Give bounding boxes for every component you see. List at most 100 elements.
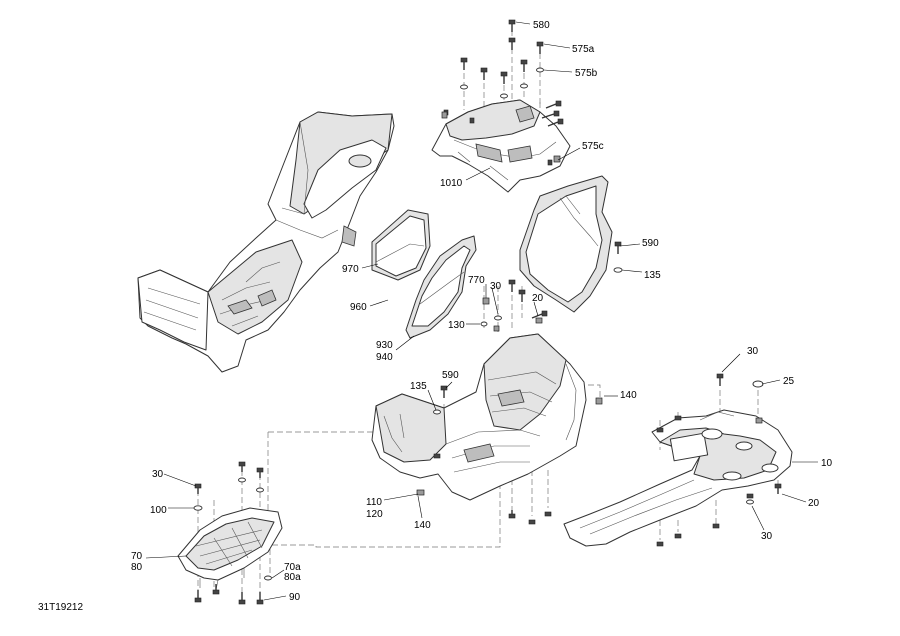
washer-foot-2 bbox=[256, 487, 264, 493]
callout-930: 930 bbox=[376, 340, 393, 351]
bolt-20a bbox=[531, 310, 548, 319]
side-panel-930-940 bbox=[405, 235, 477, 339]
bolt-30d bbox=[194, 483, 202, 494]
washer-top-4 bbox=[520, 83, 528, 89]
washer-135-mid bbox=[433, 409, 441, 415]
callout-100: 100 bbox=[150, 505, 167, 516]
leader-lines bbox=[145, 21, 818, 601]
callout-135-top: 135 bbox=[644, 270, 661, 281]
bolt-575a bbox=[536, 41, 544, 54]
bolt-580 bbox=[508, 19, 516, 32]
clip-mid bbox=[493, 325, 500, 332]
bolt-590-mid bbox=[440, 385, 448, 398]
bolt-top-1 bbox=[460, 57, 468, 70]
callout-1010: 1010 bbox=[440, 178, 463, 189]
callout-30d: 30 bbox=[152, 469, 164, 480]
bolt-mid-1 bbox=[508, 279, 516, 292]
washer-30a bbox=[494, 315, 502, 321]
washer-30c bbox=[746, 499, 754, 505]
bolt-low-4 bbox=[433, 453, 441, 459]
callout-130: 130 bbox=[448, 320, 465, 331]
bolt-90-4 bbox=[256, 592, 264, 605]
callout-140-low: 140 bbox=[414, 520, 431, 531]
footrest-70-80 bbox=[177, 507, 283, 591]
bolt-mid-2 bbox=[518, 289, 526, 302]
bolt-90-2 bbox=[212, 584, 220, 595]
clip-mid-2 bbox=[535, 317, 543, 324]
bolt-skid-2 bbox=[674, 415, 682, 421]
callout-575a: 575a bbox=[572, 44, 595, 55]
callout-20a: 20 bbox=[532, 293, 544, 304]
clip-skid bbox=[755, 417, 763, 424]
callout-20b: 20 bbox=[808, 498, 820, 509]
callout-960: 960 bbox=[350, 302, 367, 313]
clip-770 bbox=[482, 297, 490, 305]
callout-80a: 80a bbox=[284, 572, 301, 583]
bolt-low-3 bbox=[544, 511, 552, 517]
callout-30c: 30 bbox=[761, 531, 773, 542]
callout-770: 770 bbox=[468, 275, 485, 286]
washer-foot-1 bbox=[238, 477, 246, 483]
plug-25 bbox=[752, 380, 764, 388]
callout-970: 970 bbox=[342, 264, 359, 275]
washer-top-1 bbox=[460, 84, 468, 90]
bolt-skid-4 bbox=[674, 533, 682, 539]
callout-25: 25 bbox=[783, 376, 795, 387]
clip-575c bbox=[553, 155, 561, 163]
bolt-90-3 bbox=[238, 592, 246, 605]
callout-80: 80 bbox=[131, 562, 143, 573]
bolt-low-1 bbox=[508, 510, 516, 519]
rear-fender-body bbox=[137, 111, 395, 373]
callout-140-right: 140 bbox=[620, 390, 637, 401]
bolt-low-2 bbox=[528, 519, 536, 525]
callout-135-mid: 135 bbox=[410, 381, 427, 392]
callout-70: 70 bbox=[131, 551, 143, 562]
callout-940: 940 bbox=[376, 352, 393, 363]
bolt-skid-6 bbox=[746, 493, 754, 499]
bolt-top-4 bbox=[520, 59, 528, 72]
callout-110: 110 bbox=[366, 497, 382, 508]
side-panel-960-970 bbox=[371, 209, 431, 281]
front-fender bbox=[519, 175, 613, 313]
bolt-skid-5 bbox=[712, 523, 720, 529]
fasteners bbox=[193, 19, 782, 605]
diagram-id: 31T19212 bbox=[38, 602, 83, 613]
callout-575c: 575c bbox=[582, 141, 604, 152]
bolt-top-5 bbox=[508, 37, 516, 50]
bolt-side-2 bbox=[541, 110, 560, 119]
washer-575b bbox=[536, 67, 544, 73]
callout-30a: 30 bbox=[490, 281, 502, 292]
bolt-skid-3 bbox=[656, 541, 664, 547]
clip-140a bbox=[595, 397, 603, 405]
callout-labels: 580 575a 575b 575c 1010 590 135 970 960 … bbox=[131, 20, 833, 603]
callout-10: 10 bbox=[821, 458, 833, 469]
bolt-side-1 bbox=[545, 100, 562, 109]
callout-120: 120 bbox=[366, 509, 383, 520]
callout-575b: 575b bbox=[575, 68, 598, 79]
callout-590-top: 590 bbox=[642, 238, 659, 249]
bolt-top-3 bbox=[500, 71, 508, 84]
rack-support-1010 bbox=[431, 99, 571, 193]
washer-130 bbox=[480, 321, 488, 327]
bolt-590-top bbox=[614, 241, 622, 254]
footwell-floor-110-120 bbox=[371, 333, 587, 501]
callout-30b: 30 bbox=[747, 346, 759, 357]
bolt-foot-2 bbox=[256, 467, 264, 478]
callout-70a: 70a bbox=[284, 562, 301, 573]
bolt-top-2 bbox=[480, 67, 488, 80]
bolt-foot-1 bbox=[238, 461, 246, 472]
bolt-20b bbox=[774, 483, 782, 494]
bolt-90-1 bbox=[194, 590, 202, 603]
bolt-side-3 bbox=[547, 118, 564, 127]
washer-top-3 bbox=[500, 93, 508, 99]
bolt-skid-1 bbox=[656, 427, 664, 433]
washer-70a bbox=[264, 575, 272, 581]
callout-590-mid: 590 bbox=[442, 370, 459, 381]
clip-rack-left bbox=[441, 111, 448, 119]
callout-90: 90 bbox=[289, 592, 301, 603]
washer-100 bbox=[193, 505, 203, 511]
callout-580: 580 bbox=[533, 20, 550, 31]
bolt-30b bbox=[716, 373, 724, 386]
washer-135-top bbox=[613, 267, 623, 273]
